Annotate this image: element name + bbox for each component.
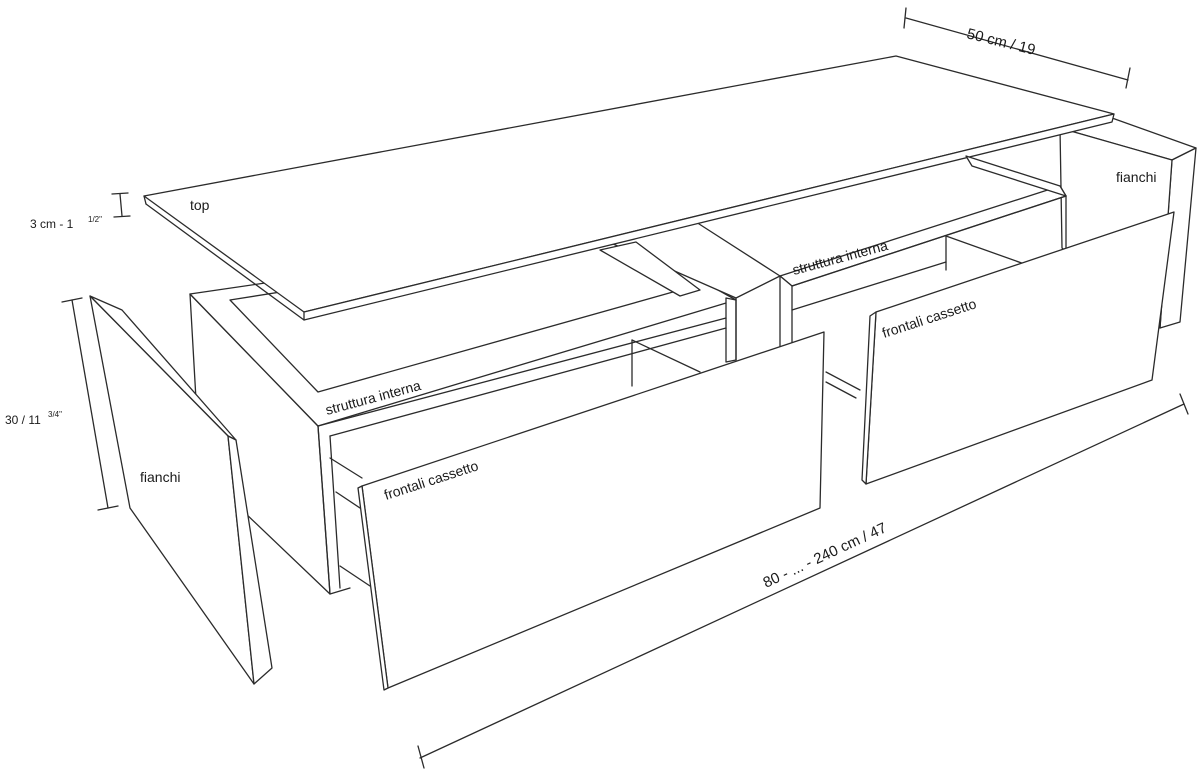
inner-structure-center — [599, 221, 781, 361]
right-carcass — [779, 185, 1067, 399]
label-fianchi-right: fianchi — [1116, 169, 1156, 185]
right-drawer — [861, 155, 1175, 485]
dim-height-sup: 3/4" — [48, 410, 62, 419]
dim-label-height: 30 / 11 3/4" — [5, 410, 62, 427]
dim-label-depth: 50 cm / 19 — [965, 25, 1037, 58]
dim-height-main: 30 / 11 — [5, 413, 41, 427]
dimension-top-thickness — [111, 192, 131, 218]
dim-top-thickness-main: 3 cm - 1 — [30, 217, 74, 231]
dimension-height — [61, 297, 119, 511]
label-top: top — [190, 197, 210, 213]
dim-top-thickness-sup: 1/2" — [88, 215, 102, 224]
dim-label-length: 80 - ... - 240 cm / 47 — [761, 519, 890, 591]
dimension-depth — [903, 7, 1131, 89]
left-side-panel — [89, 295, 273, 685]
left-drawer — [329, 331, 825, 691]
dimension-length — [417, 393, 1189, 769]
label-fianchi-left: fianchi — [140, 469, 180, 485]
dim-label-top-thickness: 3 cm - 1 1/2" — [30, 215, 102, 231]
top-panel — [143, 55, 1115, 321]
